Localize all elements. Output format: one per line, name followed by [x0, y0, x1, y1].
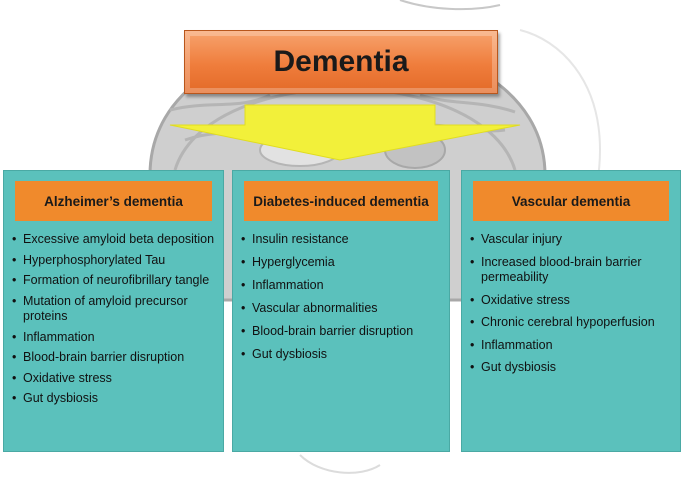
list-item: Formation of neurofibrillary tangle	[12, 273, 217, 289]
panel-heading: Alzheimer’s dementia	[44, 193, 183, 209]
list-item: Insulin resistance	[241, 232, 443, 248]
list-item: Mutation of amyloid precursor proteins	[12, 294, 217, 325]
panel-heading-box: Vascular dementia	[473, 181, 669, 221]
panel-heading: Diabetes-induced dementia	[253, 193, 429, 209]
list-item: Inflammation	[241, 278, 443, 294]
list-item: Gut dysbiosis	[12, 391, 217, 407]
list-item: Blood-brain barrier disruption	[241, 324, 443, 340]
title-text: Dementia	[273, 45, 409, 78]
list-item: Oxidative stress	[470, 293, 674, 309]
panel-heading-box: Diabetes-induced dementia	[244, 181, 438, 221]
list-item: Vascular abnormalities	[241, 301, 443, 317]
item-list: Vascular injury Increased blood-brain ba…	[470, 232, 674, 383]
item-list: Excessive amyloid beta deposition Hyperp…	[12, 232, 217, 412]
list-item: Oxidative stress	[12, 371, 217, 387]
panel-heading: Vascular dementia	[511, 193, 631, 209]
list-item: Vascular injury	[470, 232, 674, 248]
list-item: Inflammation	[12, 330, 217, 346]
panel-diabetes: Diabetes-induced dementia Insulin resist…	[232, 170, 450, 452]
panel-alzheimers: Alzheimer’s dementia Excessive amyloid b…	[3, 170, 224, 452]
item-list: Insulin resistance Hyperglycemia Inflamm…	[241, 232, 443, 370]
list-item: Blood-brain barrier disruption	[12, 350, 217, 366]
list-item: Chronic cerebral hypoperfusion	[470, 315, 674, 331]
panel-heading-box: Alzheimer’s dementia	[15, 181, 212, 221]
list-item: Increased blood-brain barrier permeabili…	[470, 255, 674, 286]
list-item: Gut dysbiosis	[241, 347, 443, 363]
list-item: Gut dysbiosis	[470, 360, 674, 376]
dementia-title-box: Dementia	[184, 30, 498, 94]
list-item: Hyperglycemia	[241, 255, 443, 271]
list-item: Excessive amyloid beta deposition	[12, 232, 217, 248]
list-item: Inflammation	[470, 338, 674, 354]
panel-vascular: Vascular dementia Vascular injury Increa…	[461, 170, 681, 452]
list-item: Hyperphosphorylated Tau	[12, 253, 217, 269]
